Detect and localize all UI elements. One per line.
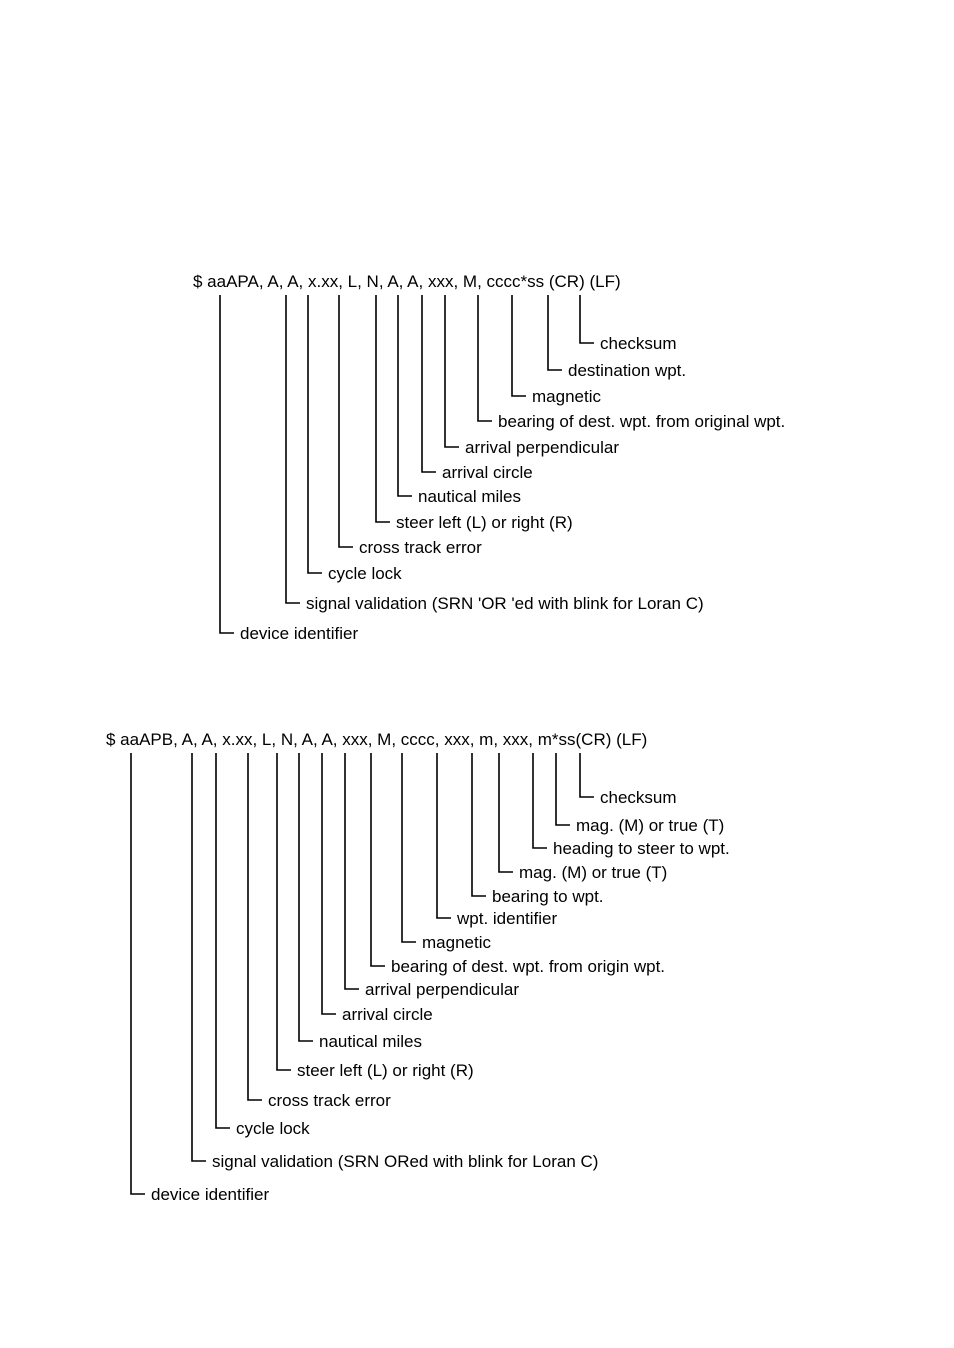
apa-field: signal validation (SRN 'OR 'ed with blin… [285,295,704,613]
leader-line [401,753,416,943]
apa-field: destination wpt. [547,295,686,380]
field-label: checksum [600,334,677,353]
leader-line [477,295,492,422]
apb-field: device identifier [130,753,269,1204]
leader-line [344,753,359,990]
leader-line [285,295,300,604]
leader-line [276,753,291,1071]
field-label: mag. (M) or true (T) [519,863,667,882]
leader-line [532,753,547,849]
apa-field: nautical miles [397,295,521,506]
field-label: steer left (L) or right (R) [297,1061,474,1080]
leader-line [130,753,145,1195]
apb-field: heading to steer to wpt. [532,753,730,858]
apa-field: arrival circle [421,295,533,482]
apb-field: arrival circle [321,753,433,1024]
leader-line [579,753,594,798]
leader-line [436,753,451,919]
leader-line [421,295,436,473]
field-label: magnetic [532,387,601,406]
apb-field: magnetic [401,753,491,952]
leader-line [215,753,230,1129]
leader-line [498,753,513,873]
apa-field: cross track error [338,295,482,557]
apb-field: bearing to wpt. [471,753,604,906]
field-label: checksum [600,788,677,807]
field-label: mag. (M) or true (T) [576,816,724,835]
field-label: heading to steer to wpt. [553,839,730,858]
field-label: arrival circle [342,1005,433,1024]
apb-sentence: $ aaAPB, A, A, x.xx, L, N, A, A, xxx, M,… [106,730,647,749]
apa-field: magnetic [511,295,601,406]
field-label: cycle lock [328,564,402,583]
apa-field-list: checksum destination wpt. magnetic bearing … [219,295,785,643]
field-label: arrival circle [442,463,533,482]
field-label: nautical miles [418,487,521,506]
field-label: arrival perpendicular [365,980,519,999]
apb-field: signal validation (SRN ORed with blink f… [191,753,598,1171]
apb-field: bearing of dest. wpt. from origin wpt. [370,753,665,976]
apa-field: device identifier [219,295,358,643]
field-label: nautical miles [319,1032,422,1051]
field-label: signal validation (SRN ORed with blink f… [212,1152,598,1171]
leader-line [338,295,353,548]
apb-field: wpt. identifier [436,753,557,928]
field-label: cross track error [359,538,482,557]
apa-field: checksum [579,295,677,353]
apb-field: nautical miles [298,753,422,1051]
leader-line [321,753,336,1015]
apb-field: checksum [579,753,677,807]
field-label: magnetic [422,933,491,952]
leader-line [471,753,486,897]
apb-field: mag. (M) or true (T) [498,753,667,882]
field-label: cycle lock [236,1119,310,1138]
leader-line [547,295,562,371]
leader-line [191,753,206,1162]
apb-field: arrival perpendicular [344,753,519,999]
leader-line [370,753,385,967]
field-label: bearing of dest. wpt. from origin wpt. [391,957,665,976]
apb-field: cycle lock [215,753,310,1138]
field-label: bearing to wpt. [492,887,604,906]
field-label: bearing of dest. wpt. from original wpt. [498,412,785,431]
field-label: steer left (L) or right (R) [396,513,573,532]
apa-field: steer left (L) or right (R) [375,295,573,532]
leader-line [555,753,570,826]
field-label: wpt. identifier [456,909,557,928]
leader-line [511,295,526,397]
apa-sentence: $ aaAPA, A, A, x.xx, L, N, A, A, xxx, M,… [193,272,621,291]
leader-line [307,295,322,574]
apa-diagram: $ aaAPA, A, A, x.xx, L, N, A, A, xxx, M,… [193,272,785,643]
field-label: device identifier [240,624,358,643]
apb-field: steer left (L) or right (R) [276,753,474,1080]
apb-field-list: checksum mag. (M) or true (T) heading to s… [130,753,730,1204]
leader-line [579,295,594,344]
field-label: device identifier [151,1185,269,1204]
leader-line [444,295,459,448]
field-label: signal validation (SRN 'OR 'ed with blin… [306,594,704,613]
leader-line [397,295,412,497]
apa-field: bearing of dest. wpt. from original wpt. [477,295,785,431]
leader-line [219,295,234,634]
leader-line [375,295,390,523]
leader-line [247,753,262,1101]
apa-field: arrival perpendicular [444,295,619,457]
apb-diagram: $ aaAPB, A, A, x.xx, L, N, A, A, xxx, M,… [106,730,730,1204]
apa-field: cycle lock [307,295,402,583]
apb-field: mag. (M) or true (T) [555,753,724,835]
field-label: cross track error [268,1091,391,1110]
apb-field: cross track error [247,753,391,1110]
leader-line [298,753,313,1042]
field-label: arrival perpendicular [465,438,619,457]
field-label: destination wpt. [568,361,686,380]
